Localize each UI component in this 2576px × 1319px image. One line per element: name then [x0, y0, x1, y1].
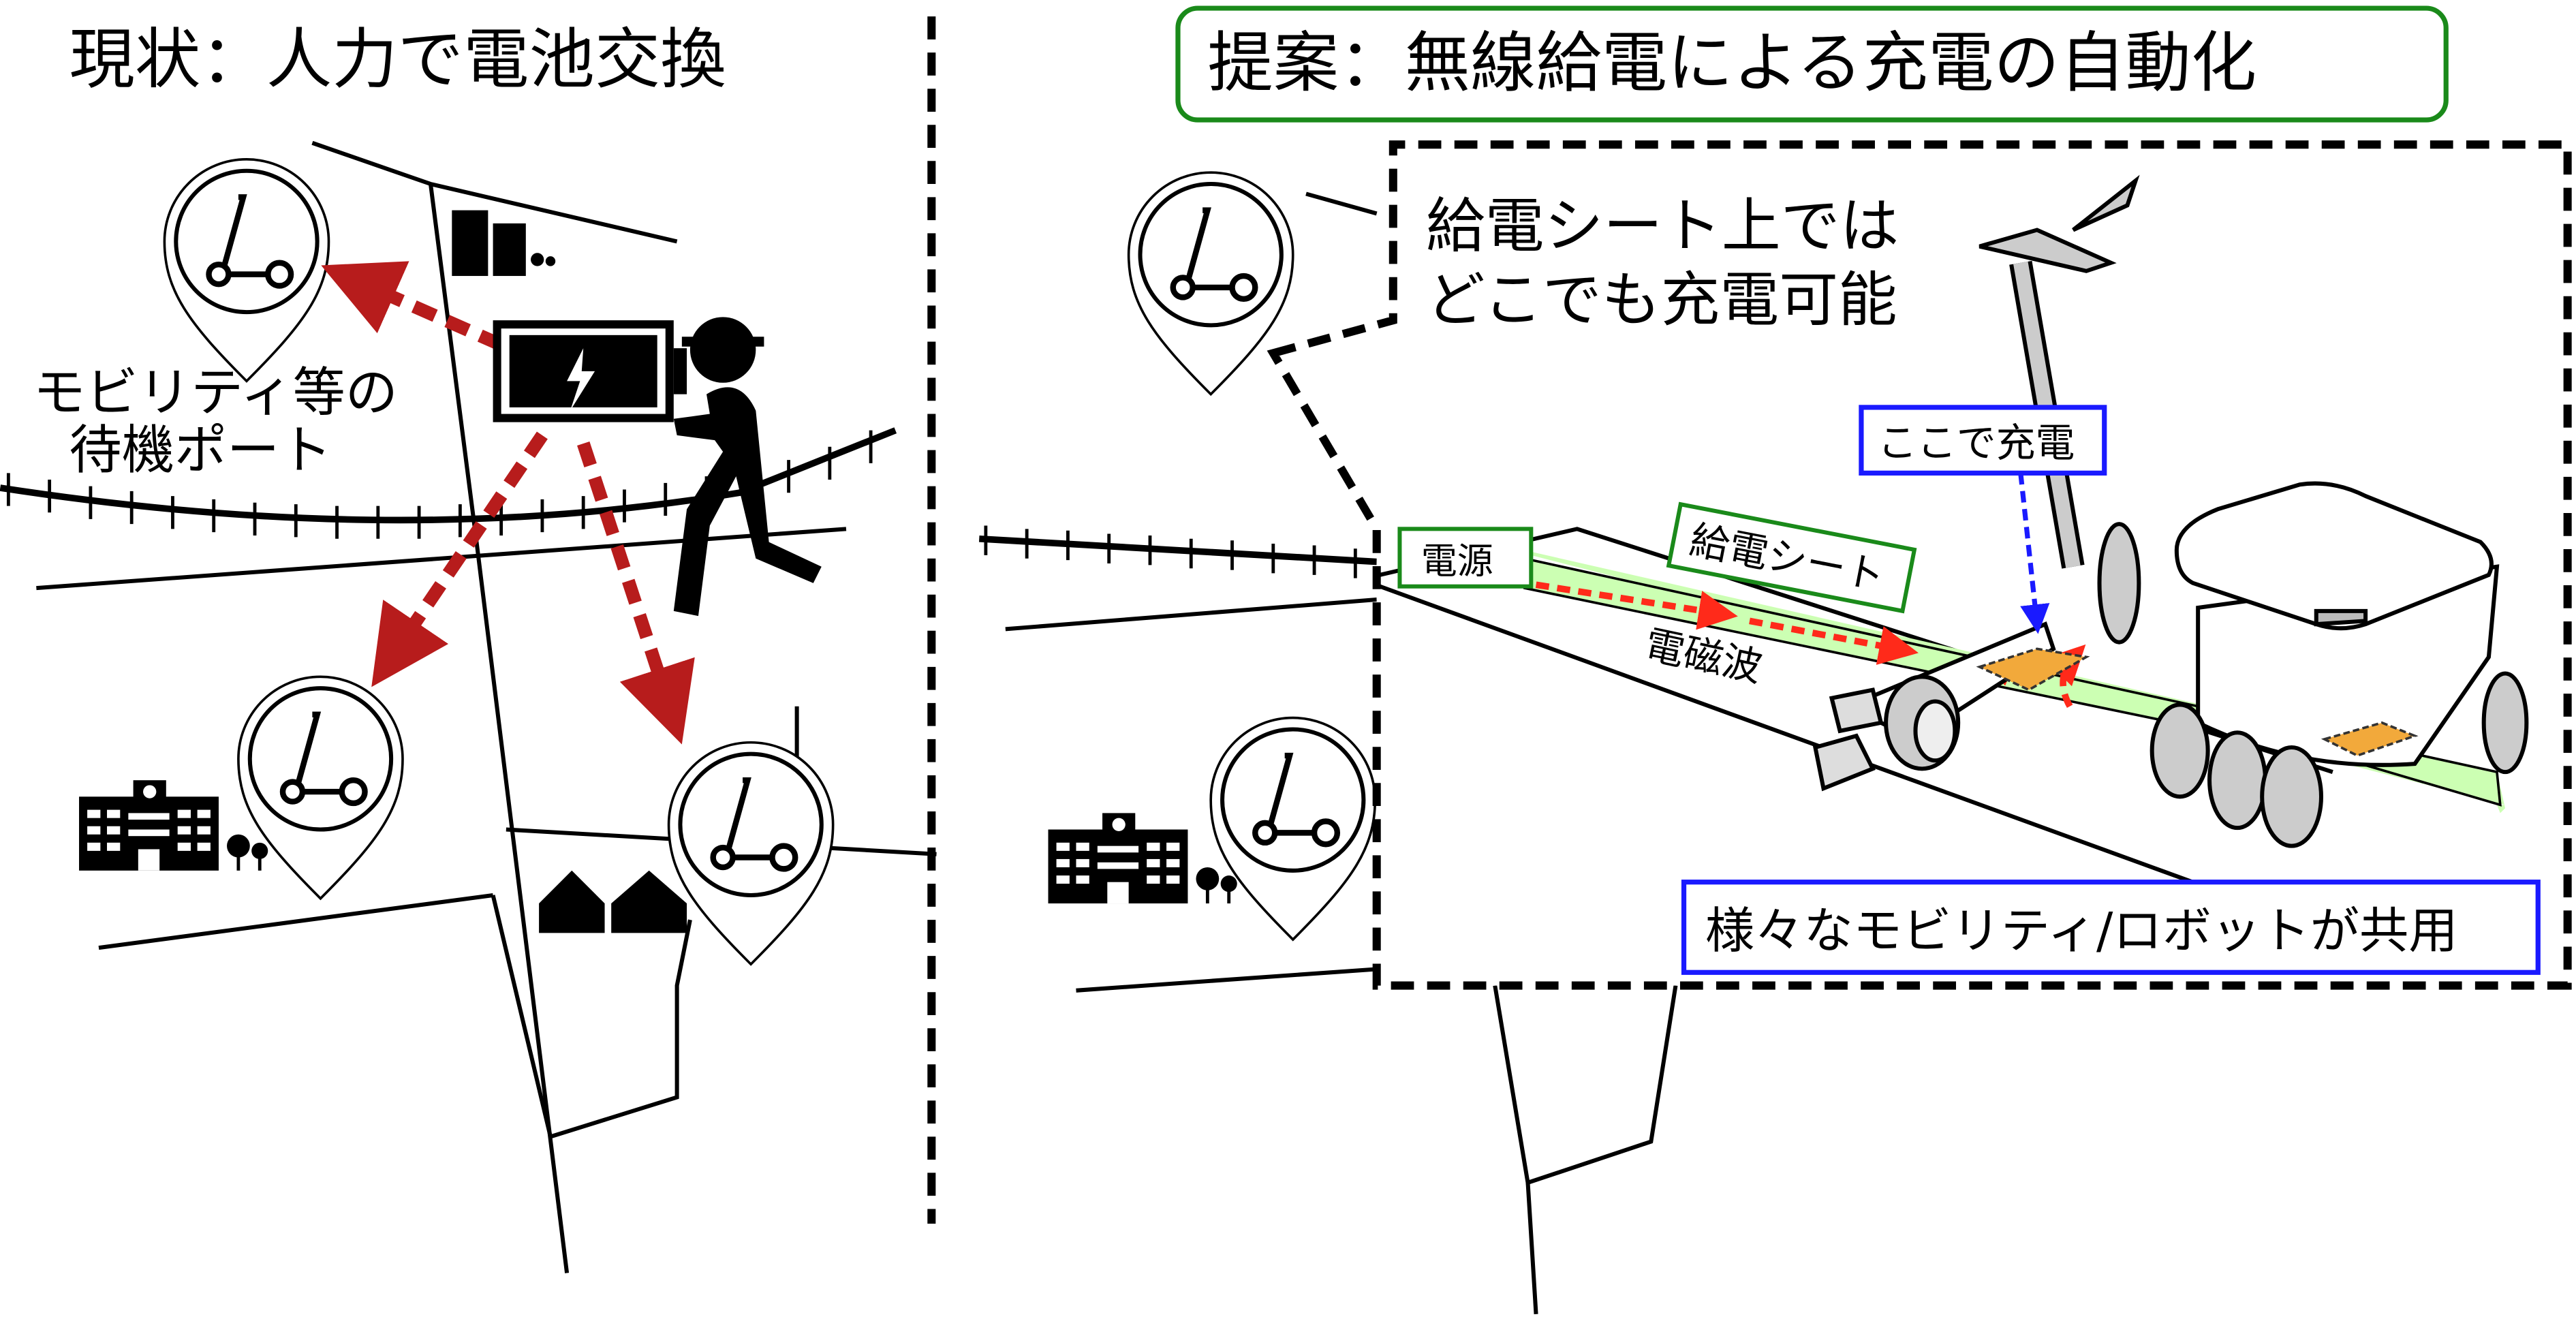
battery-icon	[493, 320, 687, 422]
scooter-port-pin	[164, 159, 328, 381]
office-building-icon	[452, 210, 556, 277]
power-source-label-box: 電源	[1397, 527, 1534, 589]
shared-label-box: 様々なモビリティ/ロボットが共用	[1681, 880, 2541, 975]
battery-swap-arrows	[321, 261, 695, 745]
delivery-robot-illustration	[2150, 481, 2529, 848]
railway-right	[978, 525, 1377, 578]
houses-icon	[539, 870, 687, 933]
right-title-box	[1175, 5, 2449, 123]
port-label-line2: 待機ポート	[69, 420, 332, 481]
scooter-port-pin	[1129, 172, 1293, 394]
school-icon	[79, 780, 268, 871]
worker-icon	[673, 317, 822, 617]
scooter-port-pin	[669, 743, 833, 964]
right-title: 提案：無線給電による充電の自動化	[1207, 24, 2256, 101]
left-title: 現状：人力で電池交換	[69, 21, 726, 98]
scooter-port-pin	[1211, 718, 1375, 940]
left-panel: 現状：人力で電池交換 モビリティ等の 待機ポート	[0, 21, 937, 1273]
charge-here-arrow	[2018, 472, 2050, 634]
shared-label: 様々なモビリティ/ロボットが共用	[1705, 903, 2458, 960]
callout-line1: 給電シート上では	[1426, 192, 1899, 261]
power-source-label: 電源	[1421, 540, 1493, 582]
scooter-port-pin	[238, 677, 403, 898]
charge-here-label: ここで充電	[1878, 420, 2075, 466]
road-lines	[36, 140, 937, 1273]
school-icon	[1048, 813, 1237, 904]
port-label-line1: モビリティ等の	[33, 362, 398, 424]
charge-here-label-box: ここで充電	[1859, 405, 2107, 476]
callout-line2: どこでも充電可能	[1426, 266, 1897, 335]
railway	[0, 427, 897, 539]
right-panel: 提案：無線給電による充電の自動化 給電シート上では どこでも充電可能	[978, 5, 2572, 1314]
